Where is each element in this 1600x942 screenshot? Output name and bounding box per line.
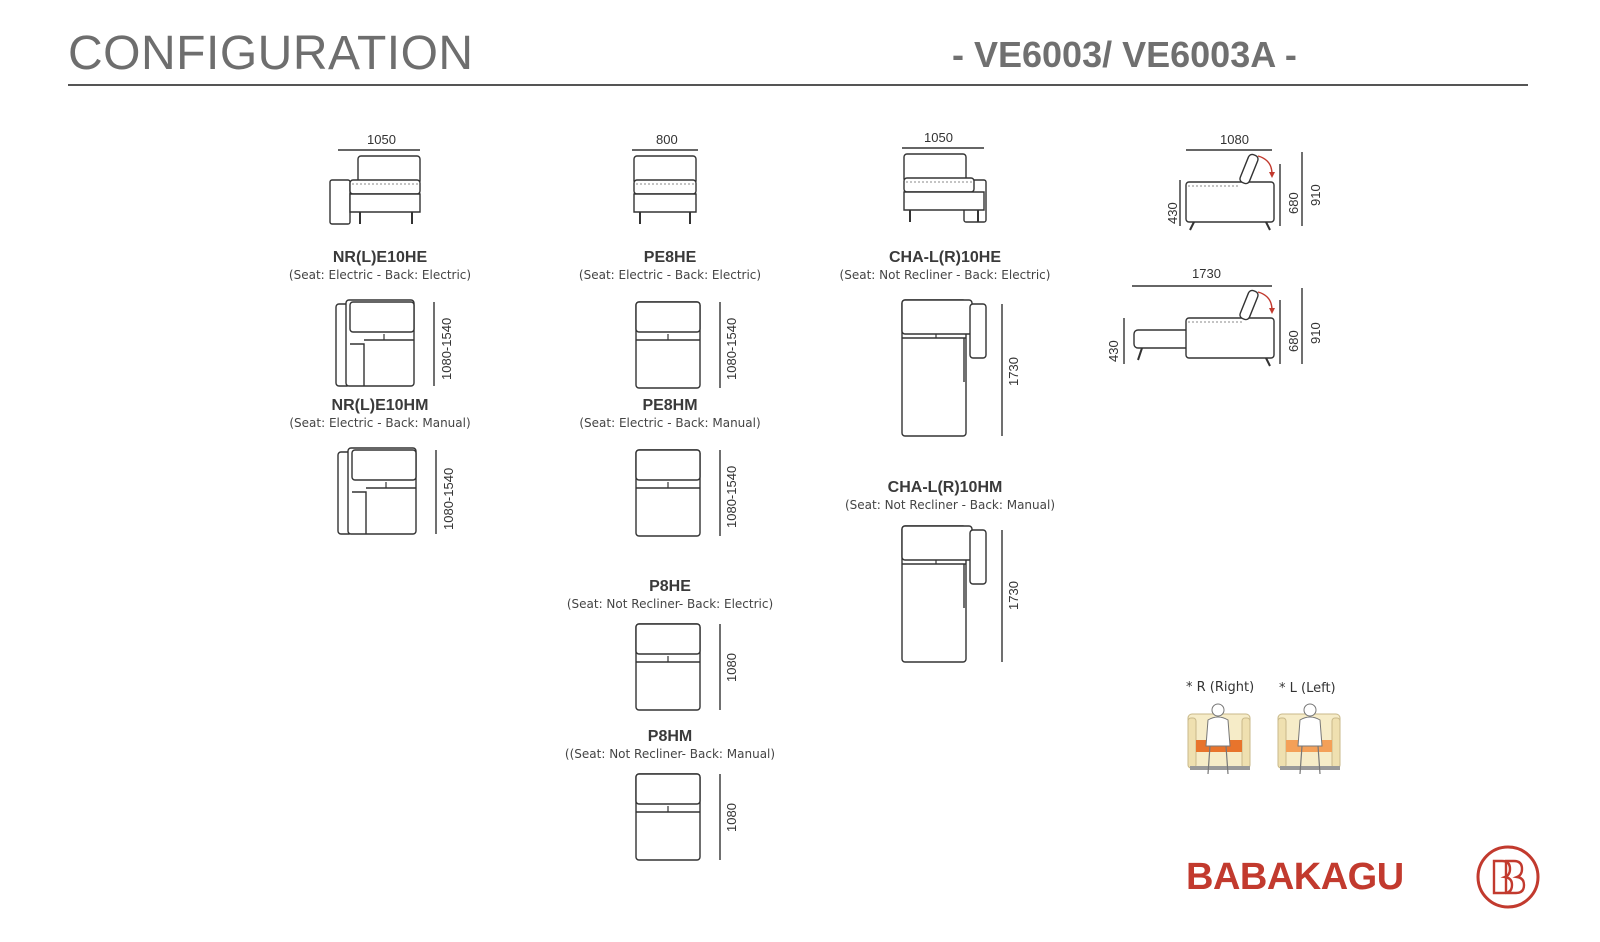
col3-item1-name: CHA-L(R)10HE: [889, 249, 1001, 266]
col1-item2-depth: 1080-1540: [441, 467, 456, 530]
col2-item2-top-view: [636, 450, 726, 538]
legend-left-label: * L (Left): [1279, 681, 1336, 696]
col2-item4-name: P8HM: [647, 728, 693, 745]
col2-item3-desc: (Seat: Not Recliner- Back: Electric): [566, 597, 774, 611]
col1-item2-desc: (Seat: Electric - Back: Manual): [289, 416, 471, 430]
col4-side2-view: [1122, 280, 1332, 376]
col4-side1-total-height: 910: [1308, 184, 1323, 206]
col4-side2-total-height: 910: [1308, 322, 1323, 344]
page-title: CONFIGURATION: [68, 27, 474, 80]
legend-left-illustration: [1276, 700, 1346, 780]
legend-right-illustration: [1186, 700, 1256, 780]
col2-item4-top-view: [636, 774, 726, 862]
col3-item2-desc: (Seat: Not Recliner - Back: Manual): [844, 498, 1056, 512]
col2-item2-depth: 1080-1540: [724, 465, 739, 528]
col3-item2-name: CHA-L(R)10HM: [887, 479, 1003, 496]
col4-side2-width: 1730: [1192, 266, 1221, 281]
col1-item2-name: NR(L)E10HM: [331, 397, 429, 414]
col2-item3-top-view: [636, 624, 726, 712]
col4-side1-back-height: 680: [1286, 192, 1301, 214]
col2-item1-desc: (Seat: Electric - Back: Electric): [578, 268, 762, 282]
header-divider: [68, 84, 1528, 86]
col3-item1-desc: (Seat: Not Recliner - Back: Electric): [839, 268, 1051, 282]
legend-right-label: * R (Right): [1186, 680, 1255, 695]
col4-side2-seat-height: 430: [1106, 340, 1121, 362]
col2-item4-desc: ((Seat: Not Recliner- Back: Manual): [564, 747, 776, 761]
col2-item1-depth: 1080-1540: [724, 317, 739, 380]
col1-item1-name: NR(L)E10HE: [332, 249, 428, 266]
col3-item2-top-view: [902, 526, 1012, 666]
col3-front-view: [902, 144, 992, 230]
col1-item2-top-view: [338, 448, 438, 536]
col3-item2-depth: 1730: [1006, 581, 1021, 610]
col1-front-view: [330, 146, 420, 232]
col1-item1-desc: (Seat: Electric - Back: Electric): [288, 268, 472, 282]
col4-side1-view: [1180, 146, 1330, 236]
col2-item2-desc: (Seat: Electric - Back: Manual): [579, 416, 761, 430]
col2-item3-depth: 1080: [724, 653, 739, 682]
col2-item4-depth: 1080: [724, 803, 739, 832]
col1-item1-depth: 1080-1540: [439, 317, 454, 380]
col2-item2-name: PE8HM: [642, 397, 698, 414]
col2-front-width: 800: [656, 132, 678, 147]
col3-item1-depth: 1730: [1006, 357, 1021, 386]
col2-item1-top-view: [636, 302, 726, 390]
col4-side2-back-height: 680: [1286, 330, 1301, 352]
col2-item3-name: P8HE: [649, 578, 691, 595]
col2-front-view: [632, 146, 702, 232]
col2-item1-name: PE8HE: [643, 249, 697, 266]
brand-wordmark: BABAKAGU: [1186, 856, 1404, 898]
model-code: - VE6003/ VE6003A -: [952, 34, 1297, 75]
col4-side1-width: 1080: [1220, 132, 1249, 147]
col1-front-width: 1050: [367, 132, 396, 147]
col3-item1-top-view: [902, 300, 1012, 440]
col4-side1-seat-height: 430: [1165, 202, 1180, 224]
bb-monogram-logo-icon: [1476, 845, 1540, 909]
col1-item1-top-view: [336, 300, 436, 388]
col3-front-width: 1050: [924, 130, 953, 145]
